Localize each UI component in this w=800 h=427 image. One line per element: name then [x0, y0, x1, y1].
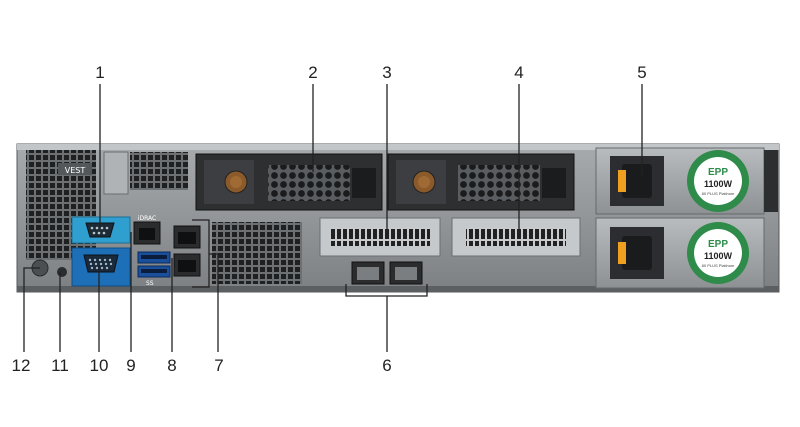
psu-top-epp: EPP [708, 167, 728, 178]
callout-8: 8 [167, 356, 176, 375]
callout-6: 6 [382, 356, 391, 375]
power-supply-top: EPP 1100W 80 PLUS Platinum [595, 147, 765, 215]
usb-ports: SS [137, 251, 171, 287]
psu-handle [764, 150, 778, 212]
ss-usb-label: SS [146, 280, 154, 287]
rear-drive-bay-left [195, 153, 383, 211]
callout-labels: 1 2 3 4 5 6 7 8 9 10 11 12 [12, 63, 647, 375]
idrac-label: iDRAC [138, 215, 156, 222]
callout-4: 4 [514, 63, 523, 82]
psu-bottom-epp: EPP [708, 239, 728, 250]
left-vent-mesh: VEST [26, 150, 302, 284]
serial-port [71, 216, 131, 244]
system-id-connector [57, 267, 67, 277]
callout-11: 11 [51, 356, 69, 375]
left-latch [103, 151, 129, 195]
idrac-port: iDRAC [133, 215, 161, 245]
callout-12: 12 [12, 356, 31, 375]
pcie-slot-left [319, 217, 441, 257]
callout-7: 7 [214, 356, 223, 375]
psu-top-efficiency: 80 PLUS Platinum [702, 191, 735, 196]
callout-10: 10 [90, 356, 109, 375]
network-daughter-card-ports [351, 261, 423, 285]
callout-1: 1 [95, 63, 104, 82]
callout-5: 5 [637, 63, 646, 82]
callout-3: 3 [382, 63, 391, 82]
pcie-slot-right [451, 217, 581, 257]
callout-9: 9 [126, 356, 135, 375]
rear-drive-bay-right [387, 153, 575, 211]
psu-bottom-efficiency: 80 PLUS Platinum [702, 263, 735, 268]
psu-top-watt: 1100W [704, 179, 733, 189]
nic-ports [173, 225, 201, 277]
callout-2: 2 [308, 63, 317, 82]
vga-port [71, 247, 131, 287]
leader-lines [23, 84, 643, 352]
psu-bottom-watt: 1100W [704, 251, 733, 261]
svg-text:VEST: VEST [65, 166, 86, 175]
power-supply-bottom: EPP 1100W 80 PLUS Platinum [595, 217, 765, 289]
